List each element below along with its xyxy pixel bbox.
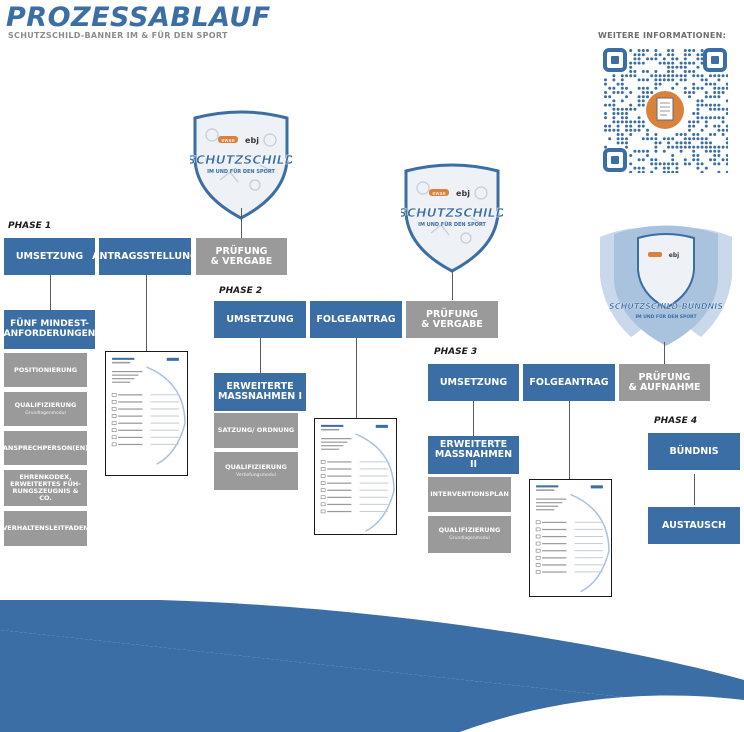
phase-2-label: PHASE 2 [219,286,263,296]
svg-text:SCHUTZSCHILD-BÜNDNIS: SCHUTZSCHILD-BÜNDNIS [609,301,723,311]
phase2-pruefung-box[interactable]: PRÜFUNG & VERGABE [406,301,498,338]
req-qualifizierung-3[interactable]: QUALIFIZIERUNG Grundlagenmodul [428,516,511,553]
connector-line [569,401,570,479]
req-ansprechpersonen[interactable]: ANSPRECHPERSON(EN) [3,431,88,465]
svg-text:ebj: ebj [669,252,679,259]
page-title: PROZESSABLAUF [6,2,271,33]
req-qualifizierung-2[interactable]: QUALIFIZIERUNG Vertiefungsmodul [214,452,298,490]
min-requirements-box[interactable]: FÜNF MINDEST- ANFORDERUNGEN [4,310,95,349]
phase1-pruefung-box[interactable]: PRÜFUNG & VERGABE [196,238,287,275]
pruefung-line-2: & AUFNAHME [628,381,701,393]
svg-text:IM UND FÜR DEN SPORT: IM UND FÜR DEN SPORT [418,221,486,228]
connector-line [356,338,357,418]
min-req-line-1: FÜNF MINDEST- [10,319,89,330]
svg-text:SCHUTZSCHILD: SCHUTZSCHILD [401,205,503,220]
req-qualifizierung[interactable]: QUALIFIZIERUNG Grundlagenmodul [4,392,87,426]
svg-text:IM UND FÜR DEN SPORT: IM UND FÜR DEN SPORT [207,168,275,175]
connector-line [664,342,665,364]
schutzschild-shield-1: ewae ebj SCHUTZSCHILD IM UND FÜR DEN SPO… [187,110,295,220]
footer-wave [0,600,744,732]
phase3-measures-box[interactable]: ERWEITERTE MASSNAHMEN II [428,436,519,474]
phase1-umsetzung-box[interactable]: UMSETZUNG [4,238,95,275]
svg-text:ebj: ebj [245,136,259,145]
measures-line-1: ERWEITERTE [439,439,508,451]
connector-line [473,401,474,436]
info-label: WEITERE INFORMATIONEN: [598,31,727,40]
min-req-line-2: ANFORDERUNGEN [3,328,96,339]
svg-text:SCHUTZSCHILD: SCHUTZSCHILD [190,152,292,167]
schutzschild-shield-2: ewae ebj SCHUTZSCHILD IM UND FÜR DEN SPO… [398,163,506,273]
page-subtitle: SCHUTZSCHILD-BANNER IM & FÜR DEN SPORT [8,31,228,40]
buendnis-shield: ebj SCHUTZSCHILD-BÜNDNIS IM UND FÜR DEN … [596,212,736,352]
connector-line [694,474,695,505]
phase2-measures-box[interactable]: ERWEITERTE MASSNAHMEN I [214,373,306,411]
phase-3-label: PHASE 3 [434,347,478,357]
svg-text:ewae: ewae [432,191,445,197]
phase3-pruefung-box[interactable]: PRÜFUNG & AUFNAHME [619,364,710,401]
connector-line [452,270,453,300]
measures-line-1: ERWEITERTE [226,381,294,393]
req-interventionsplan[interactable]: INTERVENTIONSPLAN [428,477,511,512]
follow-up-form-document-2[interactable] [529,479,612,597]
connector-line [241,208,242,238]
phase3-folgeantrag-box[interactable]: FOLGEANTRAG [523,364,615,401]
phase4-buendnis-box[interactable]: BÜNDNIS [648,433,740,470]
phase-1-label: PHASE 1 [8,221,52,231]
pruefung-line-1: PRÜFUNG [426,308,478,320]
svg-text:IM UND FÜR DEN SPORT: IM UND FÜR DEN SPORT [635,313,697,320]
follow-up-form-document-1[interactable] [314,418,397,535]
connector-line [260,338,261,373]
phase3-umsetzung-box[interactable]: UMSETZUNG [428,364,519,401]
req-ehrenkodex[interactable]: EHRENKODEX, ERWEITERTES FÜH- RUNGSZEUGNI… [4,470,87,506]
qr-code-icon[interactable] [602,47,728,173]
phase-4-label: PHASE 4 [654,416,698,426]
phase4-austausch-box[interactable]: AUSTAUSCH [648,507,740,544]
req-positionierung[interactable]: POSITIONIERUNG [4,353,87,387]
req-satzung-ordnung[interactable]: SATZUNG/ ORDNUNG [214,413,298,448]
phase2-umsetzung-box[interactable]: UMSETZUNG [214,301,306,338]
pruefung-line-2: & VERGABE [210,255,273,267]
req-verhaltensleitfaden[interactable]: VERHALTENSLEITFADEN [2,511,89,546]
application-form-document-1[interactable] [105,351,188,476]
connector-line [146,275,147,351]
phase2-folgeantrag-box[interactable]: FOLGEANTRAG [310,301,402,338]
svg-text:ewae: ewae [221,138,234,144]
measures-line-2: MASSNAHMEN II [434,449,513,470]
pruefung-line-2: & VERGABE [421,318,483,330]
pruefung-line-1: PRÜFUNG [215,245,268,257]
connector-line [50,275,51,310]
pruefung-line-1: PRÜFUNG [638,371,691,383]
svg-text:ebj: ebj [456,189,470,198]
measures-line-2: MASSNAHMEN I [217,391,303,402]
phase1-antragsstellung-box[interactable]: ANTRAGSSTELLUNG [92,238,198,275]
